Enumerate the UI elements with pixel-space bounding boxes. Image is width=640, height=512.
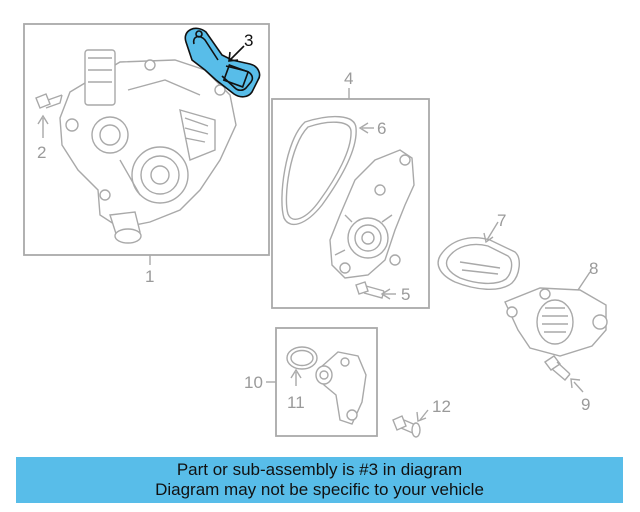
coolant-outlet-10-part [315, 351, 367, 425]
gasket-cover-3-part [184, 27, 261, 98]
callout-1: 1 [145, 267, 154, 286]
callout-6: 6 [377, 119, 386, 138]
callout-11: 11 [287, 393, 305, 412]
callout-12: 12 [432, 397, 451, 416]
callout-10: 10 [244, 373, 263, 392]
water-pump-housing-part [59, 49, 237, 244]
bolt-5-part [355, 281, 385, 299]
water-pump-part [329, 149, 415, 279]
banner-line-1: Part or sub-assembly is #3 in diagram [176, 460, 463, 479]
gasket-6-part [281, 115, 357, 226]
callout-9: 9 [581, 395, 590, 414]
callout-2: 2 [37, 143, 46, 162]
o-ring-11-part [286, 346, 318, 370]
part-8 [504, 287, 608, 357]
part-7 [437, 237, 520, 290]
bolt-9-part [543, 355, 571, 381]
assembly-1-box [23, 23, 270, 256]
callout-5: 5 [401, 285, 410, 304]
bolt-2-part [35, 93, 63, 109]
callout-4: 4 [344, 69, 353, 88]
info-banner: Part or sub-assembly is #3 in diagram Di… [16, 457, 623, 503]
callout-8: 8 [589, 259, 598, 278]
bolt-12-part [392, 415, 421, 438]
parts-diagram: 1 2 3 4 6 [23, 23, 608, 438]
callout-3: 3 [244, 31, 253, 50]
banner-line-2: Diagram may not be specific to your vehi… [155, 480, 484, 499]
callout-7: 7 [497, 211, 506, 230]
assembly-4-box [271, 98, 430, 309]
